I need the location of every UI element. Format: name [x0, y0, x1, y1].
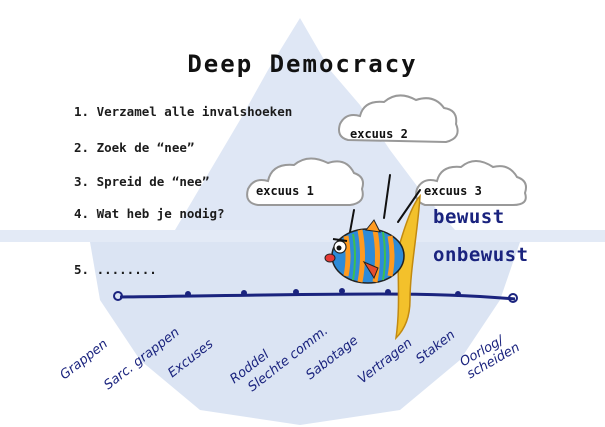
- iceberg-tip: [175, 18, 455, 230]
- step-3: 3. Spreid de “nee”: [74, 174, 210, 189]
- label-onbewust: onbewust: [433, 244, 529, 266]
- step-1: 1. Verzamel alle invalshoeken: [74, 104, 293, 119]
- escalation-scale-line: [113, 288, 518, 303]
- iceberg-body: [90, 242, 520, 425]
- cloud-excuus-2: excuus 2: [338, 94, 459, 144]
- cloud-excuus-3: excuus 3: [415, 160, 527, 206]
- step-4: 4. Wat heb je nodig?: [74, 206, 225, 221]
- step-5: 5. ........: [74, 262, 157, 277]
- cloud-excuus-1: excuus 1: [246, 157, 364, 206]
- step-2: 2. Zoek de “nee”: [74, 140, 195, 155]
- cloud-label-1: excuus 1: [256, 184, 314, 198]
- emphasis-lines: [349, 174, 421, 233]
- page-title: Deep Democracy: [187, 50, 418, 78]
- water-line: [0, 230, 605, 242]
- label-bewust: bewust: [433, 206, 505, 228]
- cloud-label-3: excuus 3: [424, 184, 482, 198]
- cloud-label-2: excuus 2: [350, 127, 408, 141]
- fish-icon: [324, 193, 421, 341]
